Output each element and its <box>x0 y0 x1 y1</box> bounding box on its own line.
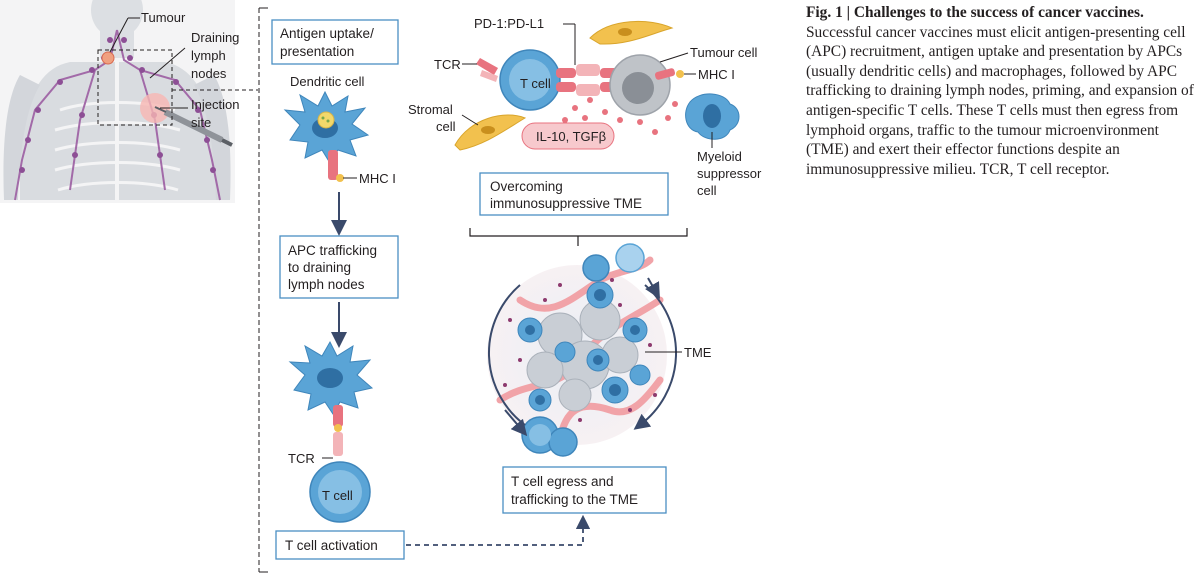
box-antigen-uptake: Antigen uptake/ presentation <box>271 19 399 65</box>
svg-text:Antigen uptake/ presenta: Antigen uptake/ presentation <box>280 26 378 59</box>
box-apc-trafficking: APC trafficking to draining lymph nodes <box>279 235 399 299</box>
label-t-cell-left: T cell <box>322 488 353 503</box>
tumour-marker <box>101 51 115 65</box>
label-il10-tgfb: IL-10, TGFβ <box>536 129 606 144</box>
svg-text:Overcoming immunosuppres: Overcoming immunosuppressive TME <box>490 179 642 211</box>
label-draining-lymph-nodes: Draining lymph nodes <box>191 30 243 81</box>
tme-cells-illustration <box>454 20 740 151</box>
caption-separator: | <box>842 4 854 21</box>
box-overcoming-tme: Overcoming immunosuppressive TME <box>479 172 669 216</box>
syringe-icon <box>154 106 233 147</box>
tme-illustration <box>487 243 678 457</box>
label-t-cell-top: T cell <box>520 76 551 91</box>
label-tumour-cell: Tumour cell <box>690 45 758 60</box>
label-tumour: Tumour <box>141 10 186 25</box>
box-t-cell-egress: T cell egress and trafficking to the TME <box>502 466 667 514</box>
label-myeloid-suppressor: Myeloid suppressor cell <box>697 149 765 198</box>
apc-tcell-interaction <box>288 340 374 523</box>
label-mhc1-top: MHC I <box>698 67 735 82</box>
figure-illustration: Tumour Draining lymph nodes Injection si… <box>0 0 765 573</box>
label-tme: TME <box>684 345 712 360</box>
label-stromal-cell: Stromal cell <box>408 102 456 134</box>
label-tcr-left: TCR <box>288 451 315 466</box>
dendritic-cell-illustration <box>283 90 370 182</box>
label-dendritic-cell: Dendritic cell <box>290 74 365 89</box>
caption-title: Challenges to the success of cancer vacc… <box>853 4 1144 21</box>
label-mhc1-left: MHC I <box>359 171 396 186</box>
box-t-cell-activation: T cell activation <box>275 530 405 560</box>
body-silhouette <box>0 0 258 203</box>
label-injection-site: Injection site <box>191 97 243 130</box>
figure-caption: Fig. 1 | Challenges to the success of ca… <box>806 3 1196 179</box>
caption-label: Fig. 1 <box>806 4 843 21</box>
svg-text:T cell activation: T cell activation <box>285 538 378 553</box>
svg-text:T cell egress and traffi: T cell egress and trafficking to the TME <box>511 474 638 507</box>
label-tcr-top: TCR <box>434 57 461 72</box>
svg-text:APC trafficking to drain: APC trafficking to draining lymph nodes <box>288 243 381 292</box>
caption-body: Successful cancer vaccines must elicit a… <box>806 23 1194 178</box>
label-pd1-pdl1: PD-1:PD-L1 <box>474 16 544 31</box>
